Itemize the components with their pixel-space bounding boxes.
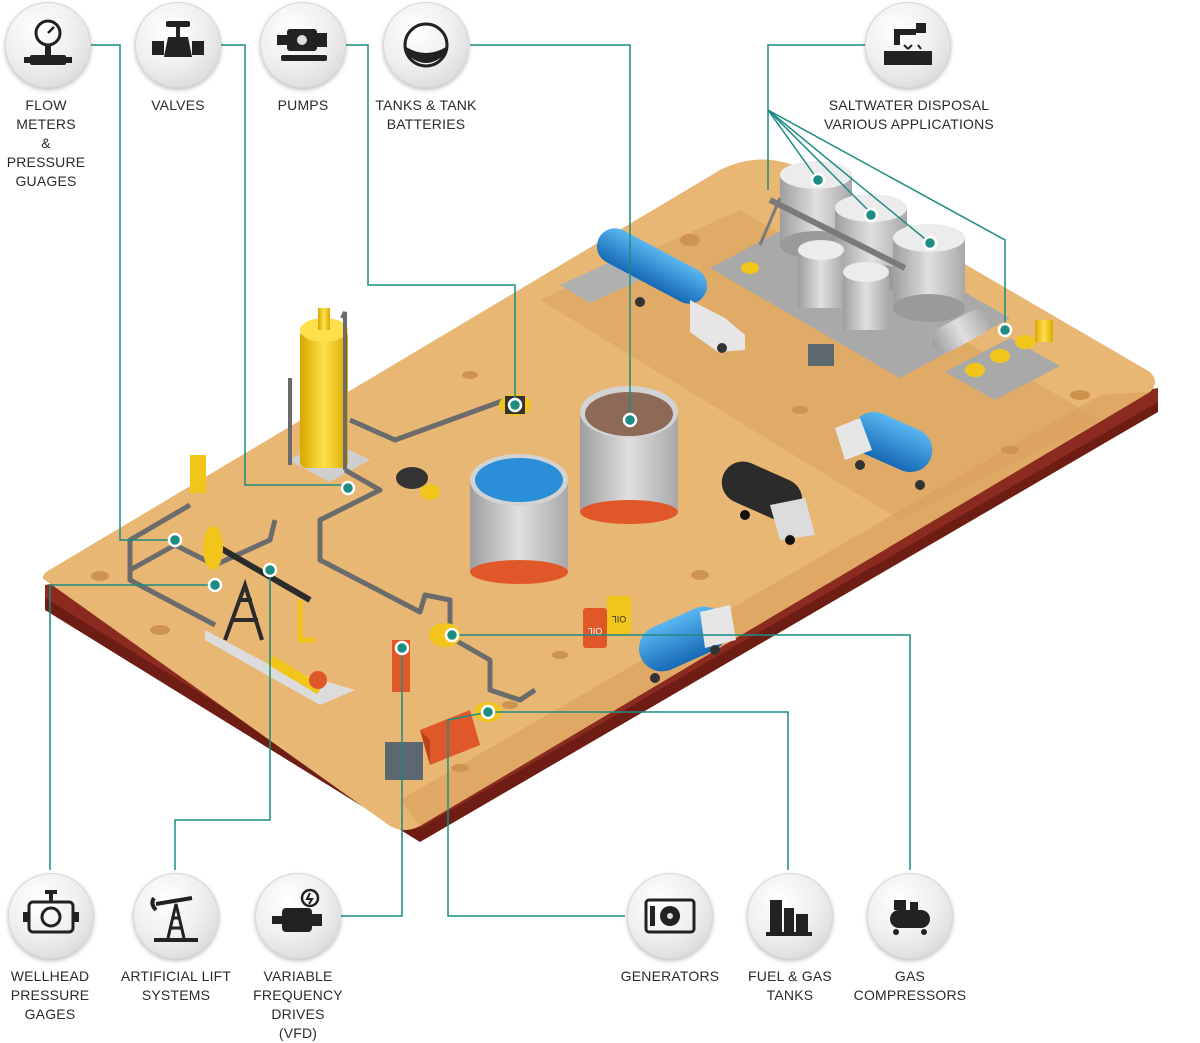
flow-meters-badge	[5, 2, 91, 88]
barrel-label: OIL	[588, 626, 603, 636]
storage-tanks	[470, 386, 678, 584]
tanker-trucks	[596, 228, 933, 683]
flow-meters-label: FLOW METERS & PRESSURE GUAGES	[6, 97, 86, 189]
oilfield-illustration: OIL OIL	[42, 44, 1158, 917]
barrel-label-2: OIL	[612, 614, 627, 624]
artificial-lift-label: ARTIFICIAL LIFT SYSTEMS	[120, 968, 232, 1003]
generators-category: GENERATORS	[612, 967, 728, 986]
pump-icon	[277, 29, 327, 61]
tanks-category: TANKS & TANK BATTERIES	[368, 96, 484, 134]
fuel-tanks-icon	[766, 900, 812, 936]
pumps-category: PUMPS	[255, 96, 351, 115]
pumps-label: PUMPS	[277, 97, 329, 113]
saltwater-label: SALTWATER DISPOSAL VARIOUS APPLICATIONS	[824, 97, 994, 132]
valves-label: VALVES	[151, 97, 205, 113]
fuel-gas-category: FUEL & GAS TANKS	[732, 967, 848, 1005]
saltwater-disposal-icon	[884, 23, 932, 65]
compressors-label: GAS COMPRESSORS	[853, 968, 967, 1003]
pumpjack	[203, 526, 355, 705]
valves-badge	[135, 2, 221, 88]
wellhead-label: WELLHEAD PRESSURE GAGES	[10, 968, 90, 1022]
vfd-motor-icon	[272, 888, 322, 932]
tanks-badge	[383, 2, 469, 88]
pumps-badge	[260, 2, 346, 88]
separator-vessel	[288, 308, 370, 482]
pipelines	[127, 397, 537, 703]
compressors-category: GAS COMPRESSORS	[842, 967, 978, 1005]
fuel-gas-label: FUEL & GAS TANKS	[748, 968, 832, 1003]
tanks-label: TANKS & TANK BATTERIES	[375, 97, 477, 132]
fuel-gas-badge	[747, 873, 833, 959]
generators-label: GENERATORS	[620, 968, 720, 984]
generator-icon	[644, 898, 696, 934]
valves-category: VALVES	[130, 96, 226, 115]
gauge-icon	[24, 19, 72, 65]
vfd-label: VARIABLE FREQUENCY DRIVES (VFD)	[253, 968, 343, 1041]
vfd-category: VARIABLE FREQUENCY DRIVES (VFD)	[230, 967, 366, 1043]
leader-lines	[49, 44, 1006, 917]
callout-dots	[167, 172, 1013, 720]
oilfield-diagram: OIL OIL	[0, 2, 1158, 1041]
valve-icon	[152, 21, 204, 57]
generator-unit	[190, 455, 480, 780]
wellhead-category: WELLHEAD PRESSURE GAGES	[0, 967, 100, 1024]
compressors-badge	[867, 873, 953, 959]
wellhead-badge	[8, 873, 94, 959]
tank-icon	[403, 22, 449, 68]
wellhead-gage-icon	[23, 890, 79, 934]
pumpjack-icon	[150, 896, 198, 942]
artificial-lift-badge	[133, 873, 219, 959]
saltwater-category: SALTWATER DISPOSAL VARIOUS APPLICATIONS	[820, 96, 998, 134]
generators-badge	[627, 873, 713, 959]
saltwater-badge	[865, 2, 951, 88]
flow-meters-category: FLOW METERS & PRESSURE GUAGES	[0, 96, 92, 191]
compressor-icon	[890, 900, 930, 935]
oil-barrels: OIL OIL	[583, 596, 631, 648]
vfd-badge	[255, 873, 341, 959]
artificial-lift-category: ARTIFICIAL LIFT SYSTEMS	[118, 967, 234, 1005]
